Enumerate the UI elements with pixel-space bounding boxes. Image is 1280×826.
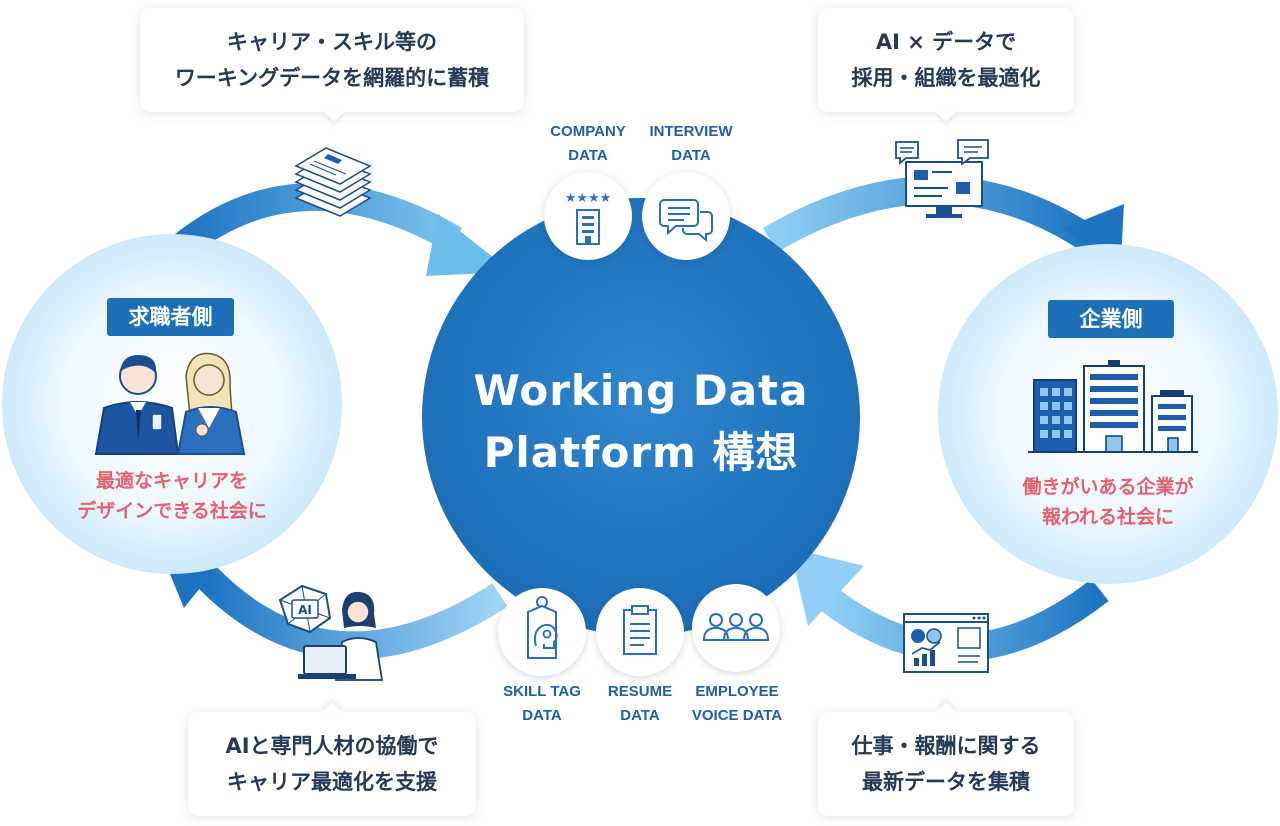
employee-voice-data-badge xyxy=(692,584,780,672)
center-title-line1: Working Data xyxy=(473,366,809,415)
interview-data-label: INTERVIEW DATA xyxy=(631,120,751,168)
job-seeker-message: 最適なキャリアを デザインできる社会に xyxy=(30,466,314,526)
company-data-label-line1: COMPANY xyxy=(550,123,626,140)
company-label: 企業側 xyxy=(1048,300,1174,338)
skill-tag-data-label: SKILL TAG DATA xyxy=(482,680,602,728)
employee-voice-data-label: EMPLOYEE VOICE DATA xyxy=(677,680,797,728)
callout-bottom-right-line2: 最新データを集積 xyxy=(862,770,1030,794)
resume-document-icon xyxy=(623,605,657,655)
documents-stack-icon xyxy=(294,147,372,217)
company-message-line1: 働きがいある企業が xyxy=(1022,476,1194,498)
dashboard-report-icon xyxy=(903,613,989,673)
svg-text:★★★★: ★★★★ xyxy=(565,191,612,206)
company-message: 働きがいある企業が 報われる社会に xyxy=(968,472,1248,532)
callout-bottom-left-line2: キャリア最適化を支援 xyxy=(227,770,437,794)
job-seeker-circle xyxy=(2,234,342,574)
interview-data-label-line2: DATA xyxy=(671,147,711,164)
speech-bubbles-icon xyxy=(659,199,713,243)
job-seeker-label: 求職者側 xyxy=(107,298,234,336)
callout-bottom-left-line1: AIと専門人材の協働で xyxy=(225,734,439,758)
resume-data-badge xyxy=(596,588,684,676)
center-title-line2: Platform 構想 xyxy=(483,428,799,477)
callout-top-left-line1: キャリア・スキル等の xyxy=(227,30,437,54)
center-platform-circle xyxy=(422,198,860,636)
callout-bottom-right-line1: 仕事・報酬に関する xyxy=(851,734,1041,758)
ai-badge-text: AI xyxy=(298,603,312,617)
company-data-badge: ★★★★ xyxy=(544,172,632,260)
company-data-label: COMPANY DATA xyxy=(528,120,648,168)
callout-bottom-left: AIと専門人材の協働で キャリア最適化を支援 xyxy=(188,702,476,816)
skill-tag-data-label-line2: DATA xyxy=(522,707,562,724)
resume-data-label: RESUME DATA xyxy=(580,680,700,728)
employee-voice-data-label-line2: VOICE DATA xyxy=(691,707,783,724)
skill-tag-icon xyxy=(527,596,558,659)
callout-bottom-right: 仕事・報酬に関する 最新データを集積 xyxy=(818,702,1074,816)
callout-top-right: AI × データで 採用・組織を最適化 xyxy=(818,8,1074,122)
callout-top-left: キャリア・スキル等の ワーキングデータを網羅的に蓄積 xyxy=(140,8,524,122)
callout-top-right-line2: 採用・組織を最適化 xyxy=(851,66,1041,90)
center-title: Working Data Platform 構想 xyxy=(422,360,860,484)
callout-top-left-line2: ワーキングデータを網羅的に蓄積 xyxy=(174,66,490,90)
company-message-line2: 報われる社会に xyxy=(1041,506,1175,528)
interview-data-label-line1: INTERVIEW xyxy=(649,123,733,140)
job-seeker-message-line2: デザインできる社会に xyxy=(77,500,267,522)
job-seeker-message-line1: 最適なキャリアを xyxy=(95,470,248,492)
company-building-icon: ★★★★ xyxy=(565,191,612,245)
job-seekers-illustration xyxy=(94,352,246,455)
company-data-label-line2: DATA xyxy=(568,147,608,164)
arrowhead-bottom-right xyxy=(790,548,864,626)
resume-data-label-line1: RESUME xyxy=(607,683,673,700)
company-buildings-illustration xyxy=(1028,360,1198,453)
employees-group-icon xyxy=(702,613,770,641)
employee-voice-data-label-line1: EMPLOYEE xyxy=(695,683,779,700)
skill-tag-data-badge xyxy=(498,588,586,676)
resume-data-label-line2: DATA xyxy=(620,707,660,724)
interview-data-badge xyxy=(642,172,730,260)
callout-top-right-line1: AI × データで xyxy=(875,30,1017,54)
skill-tag-data-label-line1: SKILL TAG xyxy=(503,683,581,700)
ai-consultant-illustration: AI xyxy=(278,584,384,681)
monitor-chat-icon xyxy=(895,139,989,218)
